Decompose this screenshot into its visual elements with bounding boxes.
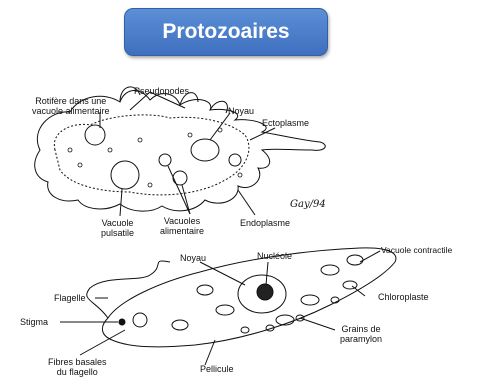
nucleolus (257, 284, 273, 300)
label-fibres-line2: du flagello (48, 367, 107, 377)
label-rotifere-line1: Rotifère dans une (32, 96, 110, 106)
label-noyau-euglena: Noyau (180, 253, 206, 263)
pseudopod-lobe (210, 101, 227, 113)
label-vacuole-line2: pulsatile (101, 228, 134, 238)
stigma (119, 319, 125, 325)
label-vacuoles-line2: alimentaire (160, 226, 204, 236)
label-vacuole-contractile: Vacuole contractile (381, 245, 452, 255)
label-nucleole: Nucléole (257, 251, 292, 261)
food-vacuole (85, 125, 105, 145)
label-chloroplaste: Chloroplaste (378, 292, 429, 302)
label-grains-paramylon: Grains de paramylon (340, 324, 382, 344)
food-vacuole (159, 154, 171, 166)
label-vacuoles-alimentaire: Vacuoles alimentaire (160, 216, 204, 236)
label-fibres-basales: Fibres basales du flagello (48, 357, 107, 377)
amoeba-nucleus (191, 139, 219, 161)
label-flagelle: Flagelle (54, 293, 86, 303)
label-pellicule: Pellicule (200, 364, 234, 374)
label-fibres-line1: Fibres basales (48, 357, 107, 367)
food-vacuole (173, 171, 187, 185)
label-vacuoles-line1: Vacuoles (160, 216, 204, 226)
label-ectoplasme: Ectoplasme (262, 118, 309, 128)
label-grains-line2: paramylon (340, 334, 382, 344)
paramylon-grains (241, 297, 339, 333)
label-rotifere-line2: vacuole alimentaire (32, 106, 110, 116)
label-stigma: Stigma (20, 317, 48, 327)
label-rotifere: Rotifère dans une vacuole alimentaire (32, 96, 110, 116)
label-vacuole-pulsatile: Vacuole pulsatile (101, 218, 134, 238)
label-grains-line1: Grains de (340, 324, 382, 334)
contractile-vacuole (111, 161, 139, 189)
food-vacuole (229, 154, 241, 166)
euglena-vacuole (133, 313, 147, 327)
flagellum (87, 261, 170, 318)
label-pseudopodes: Pseudopodes (134, 86, 189, 96)
label-noyau-amoeba: Noyau (228, 106, 254, 116)
label-endoplasme: Endoplasme (240, 218, 290, 228)
artist-signature: Gay/94 (290, 200, 326, 210)
label-vacuole-line1: Vacuole (101, 218, 134, 228)
